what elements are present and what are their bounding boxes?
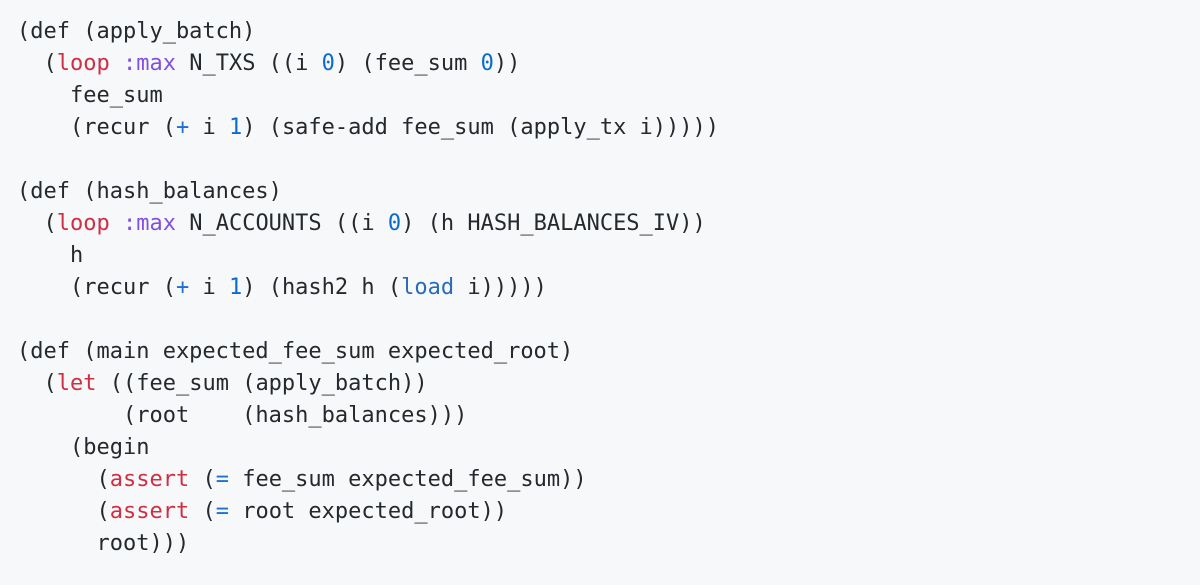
code-line: (root (hash_balances))) [17,400,1200,432]
code-token-plain: i [189,115,229,140]
code-token-plain: ) (hash2 h ( [242,275,402,300]
code-token-builtin: load [401,275,455,300]
code-token-keyword: loop [56,211,110,236]
code-token-plain: (recur ( [17,275,176,300]
code-token-plain: (def (apply_batch) [17,19,256,44]
code-token-keyword_argument: :max [122,51,176,76]
code-token-plain: )) [493,51,521,76]
code-line: root))) [17,528,1200,560]
code-token-plain: N_TXS ((i [175,51,322,76]
code-token-plain: fee_sum expected_fee_sum)) [228,467,587,492]
code-token-plain: (def (main expected_fee_sum expected_roo… [17,339,574,364]
code-token-plain: ( [189,467,216,492]
code-token-number: 0 [480,51,494,76]
code-token-plain: fee_sum [17,83,163,108]
code-line: (recur (+ i 1) (hash2 h (load i))))) [17,272,1200,304]
code-token-plain: i [189,275,229,300]
code-token-operator: + [175,115,190,140]
code-token-plain: ( [17,499,110,524]
code-token-plain: (def (hash_balances) [17,179,282,204]
code-token-plain: (root (hash_balances))) [17,403,468,428]
code-line: (begin [17,432,1200,464]
code-token-plain: ) (safe-add fee_sum (apply_tx i))))) [242,115,720,140]
code-token-plain [110,51,123,76]
code-line: (let ((fee_sum (apply_batch)) [17,368,1200,400]
code-token-plain: (begin [17,435,150,460]
code-token-operator: = [215,499,229,524]
code-line: (def (main expected_fee_sum expected_roo… [17,336,1200,368]
code-token-keyword: assert [109,467,190,492]
code-line: fee_sum [17,80,1200,112]
code-token-number: 0 [321,51,335,76]
code-token-plain: ( [17,51,57,76]
code-line: (def (apply_batch) [17,16,1200,48]
code-line: (assert (= fee_sum expected_fee_sum)) [17,464,1200,496]
code-line: (loop :max N_ACCOUNTS ((i 0) (h HASH_BAL… [17,208,1200,240]
code-line: (assert (= root expected_root)) [17,496,1200,528]
code-line: h [17,240,1200,272]
code-token-plain: i))))) [454,275,547,300]
code-line: (loop :max N_TXS ((i 0) (fee_sum 0)) [17,48,1200,80]
code-token-plain: ) (h HASH_BALANCES_IV)) [401,211,706,236]
code-token-plain: ( [17,371,57,396]
code-token-plain: h [17,243,84,268]
code-token-plain: ( [189,499,216,524]
code-token-plain: root expected_root)) [228,499,508,524]
code-token-plain [110,211,123,236]
code-token-plain: ( [17,211,57,236]
code-line [17,144,1200,176]
code-token-keyword: let [56,371,97,396]
code-line: (def (hash_balances) [17,176,1200,208]
code-token-plain: (recur ( [17,115,176,140]
code-token-plain: ((fee_sum (apply_batch)) [96,371,428,396]
code-token-number: 1 [228,275,243,300]
code-line [17,304,1200,336]
code-token-keyword_argument: :max [122,211,176,236]
code-token-operator: + [175,275,190,300]
code-token-plain: ( [17,467,110,492]
code-token-number: 0 [387,211,402,236]
code-token-plain: N_ACCOUNTS ((i [175,211,388,236]
code-line: (recur (+ i 1) (safe-add fee_sum (apply_… [17,112,1200,144]
code-token-plain: root))) [17,531,190,556]
code-token-plain: ) (fee_sum [334,51,481,76]
code-token-number: 1 [228,115,243,140]
code-token-keyword: assert [109,499,190,524]
code-token-operator: = [215,467,229,492]
code-token-keyword: loop [56,51,110,76]
